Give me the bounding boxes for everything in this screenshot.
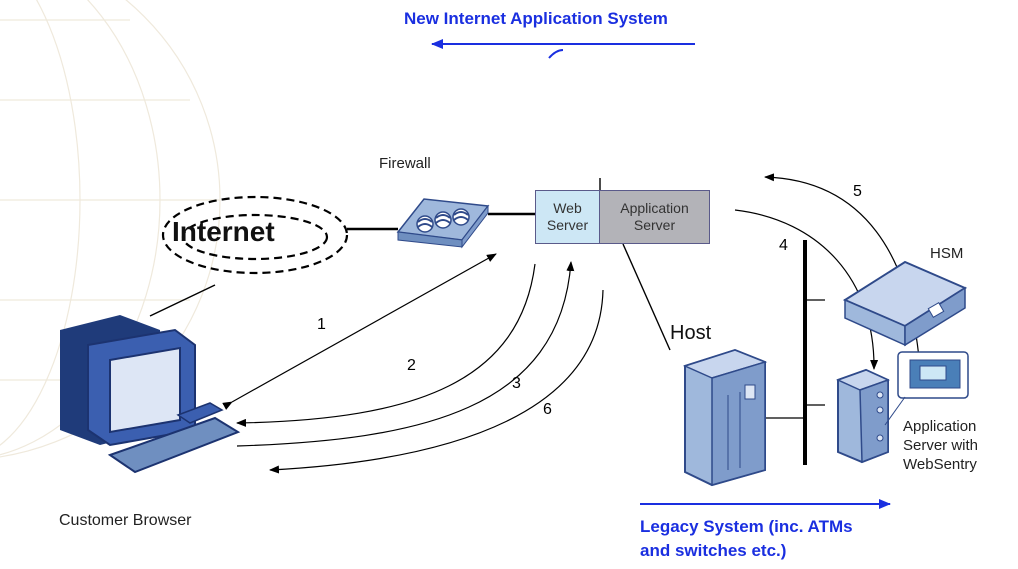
arrow-3 (236, 261, 575, 447)
app-server-line1: Application (620, 200, 689, 216)
legacy-line1: Legacy System (inc. ATMs (640, 517, 853, 536)
arrow-4 (734, 209, 879, 370)
internet-label: Internet (172, 216, 275, 247)
websentry-card-icon (884, 351, 969, 426)
websentry-line2: Server with (903, 437, 979, 454)
app-server-line2: Server (633, 217, 676, 233)
link-internet-pc (149, 284, 216, 317)
firewall-icon (396, 198, 490, 249)
network-bus (765, 240, 825, 465)
arrow-2 (236, 263, 536, 427)
customer-pc-icon (60, 315, 241, 474)
web-server-line2: Server (546, 217, 589, 233)
step-1-label: 1 (317, 316, 326, 333)
title-arc (548, 49, 564, 59)
step-6-label: 6 (543, 401, 552, 418)
arrow-1 (222, 253, 497, 410)
arrow-6 (269, 289, 604, 474)
legacy-line2: and switches etc.) (640, 541, 787, 560)
websentry-line3: WebSentry (903, 456, 977, 473)
flow-arrows (222, 173, 922, 474)
step-5-label: 5 (853, 183, 862, 200)
websentry-label: Application Server with WebSentry (903, 417, 978, 474)
web-server-line1: Web (553, 200, 582, 216)
step-4-label: 4 (779, 237, 788, 254)
firewall-label: Firewall (379, 155, 431, 172)
host-server-icon (682, 348, 768, 487)
diagram-title: New Internet Application System (404, 9, 668, 28)
customer-browser-label: Customer Browser (59, 512, 192, 529)
legacy-system-caption: Legacy System (inc. ATMs and switches et… (640, 515, 853, 563)
websentry-line1: Application (903, 418, 977, 435)
websentry-server-icon (836, 368, 890, 464)
link-appserver-host (622, 243, 671, 351)
step-2-label: 2 (407, 357, 416, 374)
host-label: Host (670, 322, 712, 344)
step-3-label: 3 (512, 375, 521, 392)
hsm-device-icon (842, 260, 968, 347)
hsm-label: HSM (930, 245, 964, 262)
